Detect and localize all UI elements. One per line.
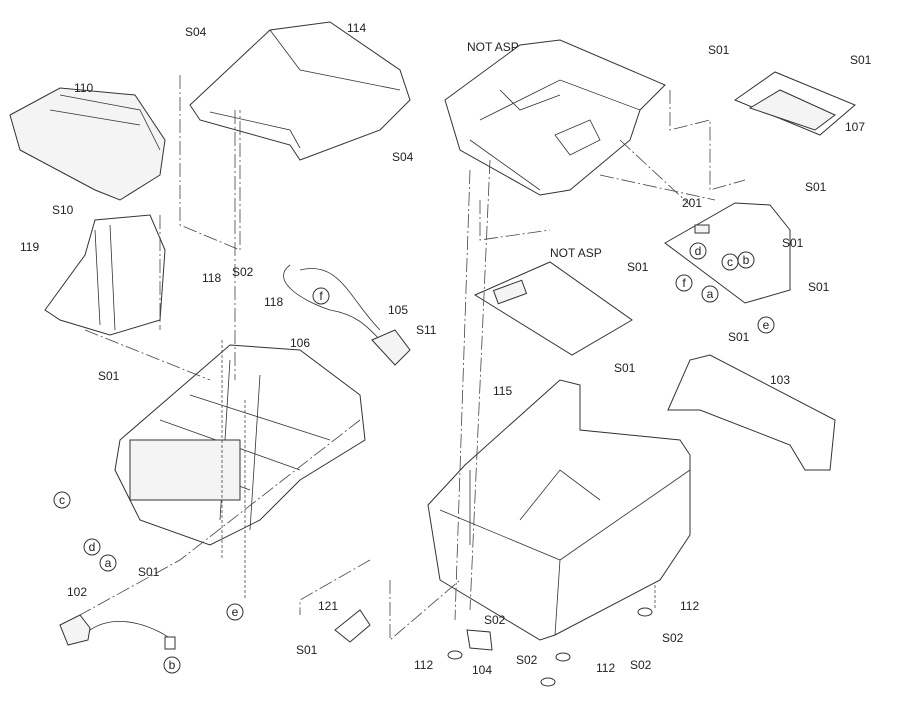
part-104-plate (466, 629, 493, 651)
connector-circle (312, 287, 330, 305)
connector-e: e (757, 316, 775, 334)
connector-label: e (763, 318, 770, 332)
connector-d: d (689, 242, 707, 260)
part-label-106: 106 (290, 336, 310, 350)
part-label-s02: S02 (484, 613, 506, 627)
part-label-s01: S01 (614, 361, 636, 375)
part-label-s01: S01 (728, 330, 750, 344)
connector-label: d (89, 540, 96, 554)
part-label-112: 112 (414, 658, 433, 672)
part-label-112: 112 (680, 599, 699, 613)
part-106-frame (114, 344, 366, 546)
connector-label: b (743, 253, 750, 267)
connector-label: f (682, 276, 686, 290)
part-201-main-board (664, 202, 791, 304)
part-103-cover (667, 354, 836, 471)
part-label-s01: S01 (296, 643, 318, 657)
part-105-cable (283, 264, 411, 366)
part-label-s01: S01 (805, 180, 827, 194)
part-label-not-asp: NOT ASP (550, 246, 602, 260)
connector-circle (83, 538, 101, 556)
part-label-s10: S10 (52, 203, 74, 217)
part-label-102: 102 (67, 585, 87, 599)
assembly-lines (79, 75, 746, 641)
part-label-s01: S01 (138, 565, 160, 579)
part-label-s01: S01 (627, 260, 649, 274)
connector-circle (675, 274, 693, 292)
part-110-cover (9, 87, 166, 201)
connector-circle (226, 603, 244, 621)
part-label-112: 112 (596, 661, 615, 675)
part-107-board (733, 71, 856, 136)
part-label-s01: S01 (850, 53, 872, 67)
part-label-s01: S01 (98, 369, 120, 383)
part-label-s01: S01 (808, 280, 830, 294)
part-label-s02: S02 (630, 658, 652, 672)
part-not-asp-plate (473, 261, 633, 356)
connector-f: f (312, 287, 330, 305)
part-label-115: 115 (493, 384, 512, 398)
connector-label: d (695, 244, 702, 258)
part-not-asp-frame-top (444, 39, 666, 196)
part-label-s02: S02 (232, 265, 254, 279)
connector-c: c (721, 253, 739, 271)
part-label-107: 107 (845, 120, 865, 134)
connector-circle (721, 253, 739, 271)
part-label-119: 119 (20, 240, 39, 254)
part-label-s01: S01 (782, 236, 804, 250)
connector-a: a (701, 285, 719, 303)
connector-circle (757, 316, 775, 334)
connector-circle (99, 554, 117, 572)
part-121-plate (334, 609, 371, 643)
connector-label: e (232, 605, 239, 619)
connector-d: d (83, 538, 101, 556)
connector-c: c (53, 491, 71, 509)
part-label-s04: S04 (185, 25, 207, 39)
part-label-110: 110 (74, 81, 93, 95)
connector-label: c (727, 255, 733, 269)
part-label-s02: S02 (662, 631, 684, 645)
part-label-s11: S11 (416, 323, 437, 337)
part-label-105: 105 (388, 303, 408, 317)
connector-e: e (226, 603, 244, 621)
part-119-bracket (44, 214, 166, 336)
part-label-118: 118 (202, 271, 221, 285)
part-label-118: 118 (264, 295, 283, 309)
part-label-121: 121 (318, 599, 338, 613)
feet-and-screws (447, 607, 653, 687)
part-label-114: 114 (347, 21, 366, 35)
part-label-s01: S01 (708, 43, 730, 57)
connector-f: f (675, 274, 693, 292)
connector-label: b (169, 658, 176, 672)
connector-b: b (163, 656, 181, 674)
connector-label: a (707, 287, 714, 301)
part-115-case (427, 379, 691, 641)
connector-circle (163, 656, 181, 674)
part-102-switch (59, 614, 176, 650)
connector-a: a (99, 554, 117, 572)
connector-circle (701, 285, 719, 303)
connector-label: f (319, 289, 323, 303)
part-114-cover (189, 21, 411, 161)
part-label-201: 201 (682, 196, 702, 210)
part-label-s02: S02 (516, 653, 538, 667)
part-label-not-asp: NOT ASP (467, 40, 519, 54)
part-label-103: 103 (770, 373, 790, 387)
connector-label: c (59, 493, 65, 507)
part-label-104: 104 (472, 663, 492, 677)
connector-b: b (737, 251, 755, 269)
connector-circle (689, 242, 707, 260)
connector-circle (53, 491, 71, 509)
part-label-s04: S04 (392, 150, 414, 164)
connector-label: a (105, 556, 112, 570)
